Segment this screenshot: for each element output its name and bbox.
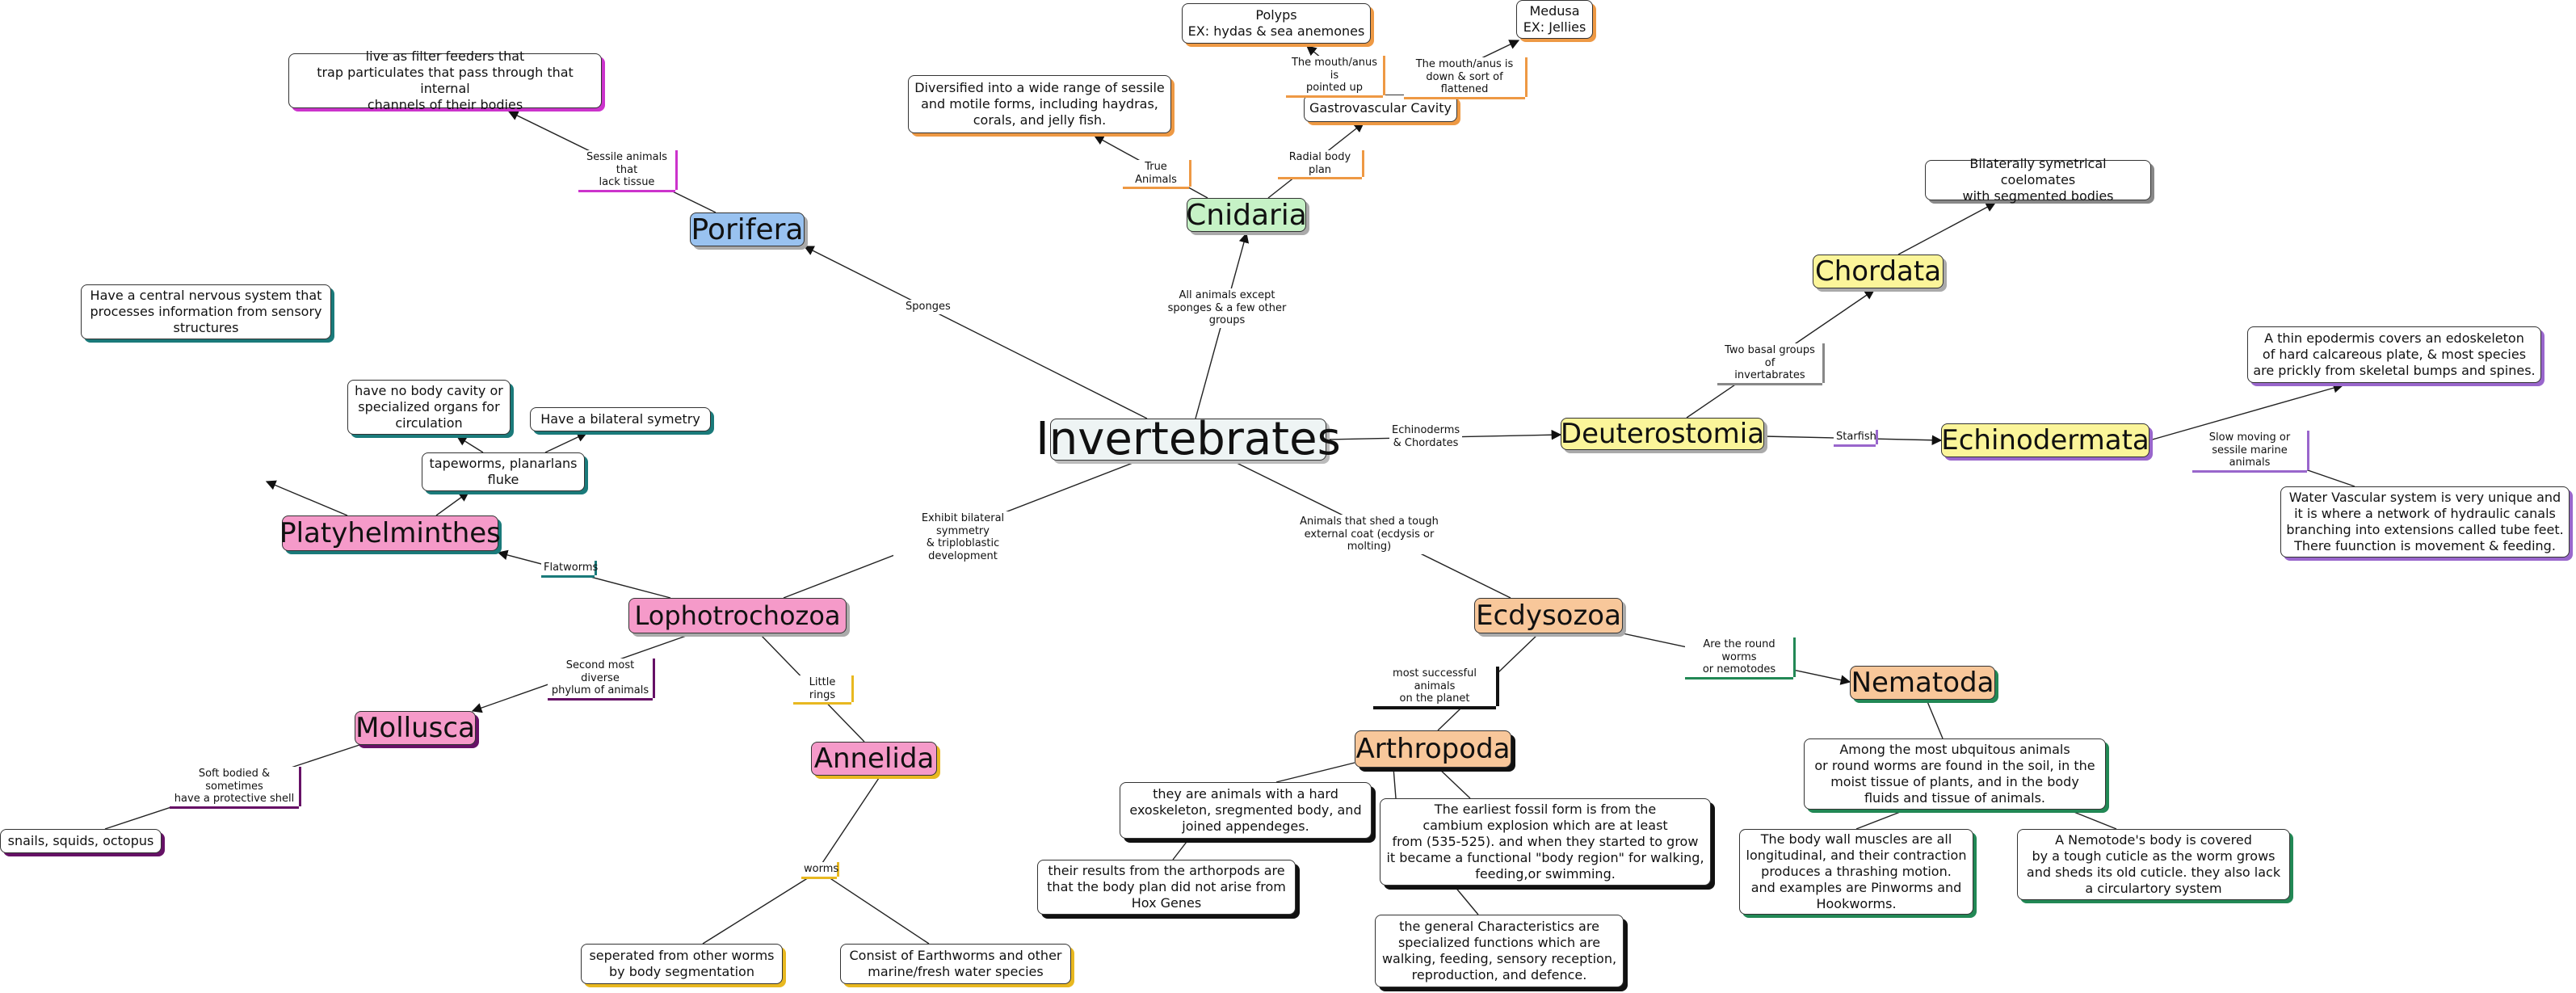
node-nematoda-cuticle[interactable]: A Nemotode's body is covered by a tough … (2017, 829, 2290, 900)
node-platy-no-cavity[interactable]: have no body cavity or specialized organ… (347, 380, 511, 435)
connector-line (818, 775, 881, 869)
connector-line (1172, 838, 1190, 860)
node-porifera[interactable]: Porifera (690, 212, 805, 246)
connector-line (1453, 885, 1479, 915)
node-echino-epidermis[interactable]: A thin epodermis covers an edoskeleton o… (2247, 326, 2541, 383)
node-annelida[interactable]: Annelida (811, 742, 937, 776)
label-second-diverse: Second most diverse phylum of animals (548, 658, 653, 698)
node-arthro-characteristics[interactable]: the general Characteristics are speciali… (1375, 915, 1624, 987)
node-cnidaria-desc[interactable]: Diversified into a wide range of sessile… (908, 75, 1171, 133)
node-platy-cns[interactable]: Have a central nervous system that proce… (81, 284, 331, 339)
node-platyhelminthes[interactable]: Platyhelminthes (279, 515, 501, 551)
label-slow-moving: Slow moving or sessile marine animals (2192, 431, 2307, 470)
node-platy-bilateral[interactable]: Have a bilateral symetry (530, 407, 711, 431)
node-arthropoda[interactable]: Arthropoda (1355, 730, 1511, 768)
label-round-worms: Are the round worms or nemotodes (1685, 637, 1793, 677)
node-arthro-exoskeleton[interactable]: they are animals with a hard exoskeleton… (1120, 782, 1372, 839)
node-ecdysozoa[interactable]: Ecdysozoa (1474, 598, 1623, 633)
node-nematoda-desc[interactable]: Among the most ubquitous animals or roun… (1804, 738, 2106, 810)
label-all-animals: All animals except sponges & a few other… (1150, 288, 1304, 328)
node-annelida-earthworms[interactable]: Consist of Earthworms and other marine/f… (840, 944, 1071, 984)
label-radial: Radial body plan (1278, 150, 1362, 178)
connector-line (1275, 762, 1355, 783)
node-nematoda[interactable]: Nematoda (1850, 666, 1995, 700)
label-sessile: Sessile animals that lack tissue (578, 150, 675, 190)
label-mouth-up: The mouth/anus is pointed up (1286, 56, 1383, 95)
node-annelida-segmentation[interactable]: seperated from other worms by body segme… (581, 944, 783, 984)
node-deuterostomia[interactable]: Deuterostomia (1560, 417, 1765, 450)
node-invertebrates[interactable]: Invertebrates (1036, 413, 1341, 465)
node-lophotrochozoa[interactable]: Lophotrochozoa (628, 598, 847, 633)
node-medusa[interactable]: Medusa EX: Jellies (1516, 0, 1593, 39)
connector-line (2149, 383, 2344, 441)
node-mollusca[interactable]: Mollusca (355, 711, 476, 745)
node-echino-water-vascular[interactable]: Water Vascular system is very unique and… (2280, 486, 2570, 558)
connector-line (1926, 699, 1944, 739)
node-chordata[interactable]: Chordata (1813, 255, 1944, 288)
node-platy-tapeworms[interactable]: tapeworms, planarlans fluke (422, 452, 585, 491)
connector-line (1437, 767, 1471, 799)
node-polyps[interactable]: Polyps EX: hydas & sea anemones (1182, 3, 1371, 44)
label-two-basal: Two basal groups of invertabrates (1717, 343, 1822, 383)
node-echinodermata[interactable]: Echinodermata (1941, 423, 2149, 457)
label-starfish: Starfish (1834, 430, 1876, 444)
connector-line (1855, 809, 1907, 830)
connector-line (803, 246, 1148, 419)
node-chordata-desc[interactable]: Bilaterally symetrical coelomates with s… (1925, 156, 2151, 204)
connector-line (435, 491, 470, 516)
connector-line (456, 435, 484, 453)
label-little-rings: Little rings (793, 675, 851, 703)
connector-line (1897, 202, 1997, 255)
label-worms: worms (801, 862, 838, 877)
label-most-successful: most successful animals on the planet (1373, 667, 1496, 706)
node-mollusca-examples[interactable]: snails, squids, octopus (0, 829, 162, 853)
node-porifera-desc[interactable]: live as filter feeders that trap particu… (288, 48, 602, 112)
connector-line (497, 549, 671, 599)
connector-line (544, 432, 588, 453)
label-mouth-down: The mouth/anus is down & sort of flatten… (1404, 57, 1525, 97)
connector-line (818, 870, 930, 945)
node-arthro-hox-genes[interactable]: their results from the arthorpods are th… (1037, 860, 1296, 915)
label-true-animals: True Animals (1123, 160, 1189, 187)
label-flatworms: Flatworms (541, 561, 598, 575)
label-sponges: Sponges (903, 300, 952, 314)
node-cnidaria[interactable]: Cnidaria (1186, 198, 1307, 232)
connector-line (702, 870, 820, 945)
label-bilateral: Exhibit bilateral symmetry & triploblast… (893, 511, 1032, 564)
label-shed-coat: Animals that shed a tough external coat … (1283, 515, 1456, 554)
label-soft-bodied: Soft bodied & sometimes have a protectiv… (170, 767, 299, 806)
node-nematoda-muscles[interactable]: The body wall muscles are all longitudin… (1739, 829, 1973, 915)
connector-line (265, 480, 348, 516)
connector-line (2067, 809, 2117, 830)
label-echinoderms-chordates: Echinoderms & Chordates (1389, 423, 1462, 451)
node-arthro-fossil[interactable]: The earliest fossil form is from the cam… (1380, 798, 1711, 886)
node-gastrovascular-cavity[interactable]: Gastrovascular Cavity (1304, 95, 1457, 122)
connector-line (1393, 767, 1397, 799)
